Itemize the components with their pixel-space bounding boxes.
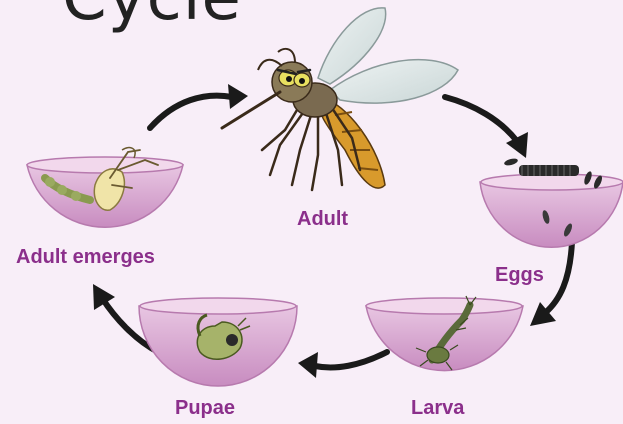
stage-label-adult: Adult — [297, 208, 348, 231]
bowl-eggs — [480, 174, 623, 247]
stage-label-adult-emerges: Adult emerges — [16, 246, 155, 269]
stage-label-pupae: Pupae — [175, 397, 235, 420]
stage-label-larva: Larva — [411, 397, 464, 420]
stage-label-eggs: Eggs — [495, 264, 544, 287]
adult-mosquito-illustration — [222, 8, 458, 190]
arrow-larva-to-pupae — [298, 352, 387, 378]
arrow-adult-to-eggs — [445, 97, 528, 158]
